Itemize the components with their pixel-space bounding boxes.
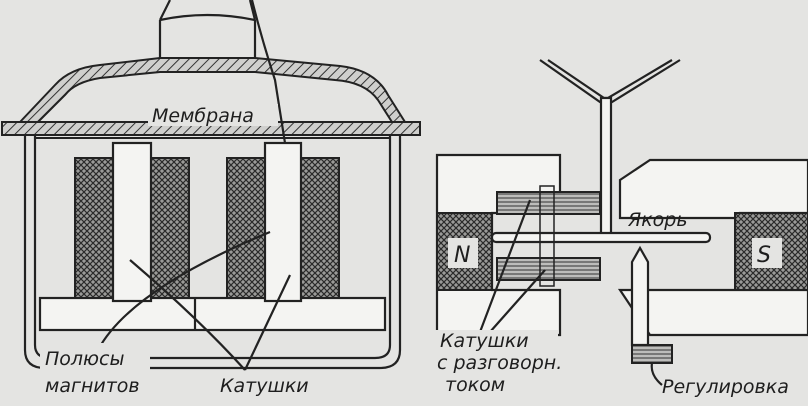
coil <box>74 157 114 299</box>
coil <box>300 157 340 299</box>
adjustment-screw <box>630 245 650 347</box>
receiver-cross-section: Мембрана Полюсы магнитов Катушки <box>1 0 421 403</box>
magnetic-system-schematic: N S Якорь Катушки с разговорн. током Рег… <box>434 59 808 406</box>
adjustment-knob[interactable] <box>631 344 673 364</box>
diaphragm-stem <box>599 96 613 240</box>
speech-coil-upper <box>496 191 601 215</box>
north-pole-block <box>436 212 493 291</box>
armature-label: Якорь <box>627 209 688 231</box>
coils-label: Катушки <box>220 375 309 397</box>
north-pole-label: N <box>454 243 470 268</box>
armature <box>490 231 712 244</box>
membrane-label: Мембрана <box>152 105 254 127</box>
earpiece-cap <box>158 0 257 60</box>
speech-coils-label-line3: током <box>445 374 505 396</box>
poles-label-line2: магнитов <box>45 375 140 397</box>
speech-coil-lower <box>496 257 601 281</box>
magnet-pole <box>263 141 303 303</box>
coil <box>150 157 190 299</box>
base-plate <box>38 296 387 332</box>
coil <box>226 157 266 299</box>
poles-label-line1: Полюсы <box>45 348 125 370</box>
speech-coils-label-line2: с разговорн. <box>437 352 562 374</box>
speech-coils-label-line1: Катушки <box>440 330 529 352</box>
magnet-pole <box>111 141 153 303</box>
adjustment-label: Регулировка <box>662 376 789 398</box>
housing-body <box>23 135 402 370</box>
south-pole-label: S <box>757 243 771 268</box>
diaphragm <box>539 59 681 104</box>
